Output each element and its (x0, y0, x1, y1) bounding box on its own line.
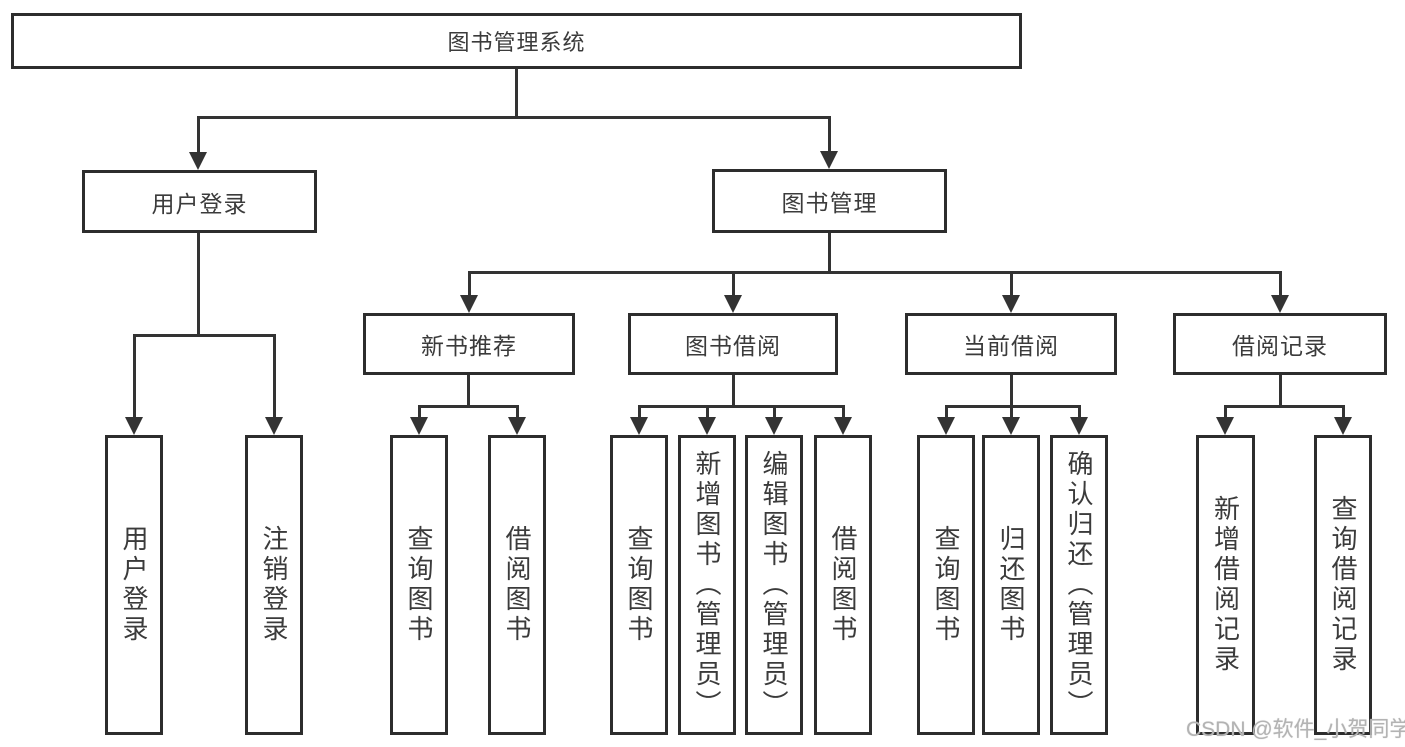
arrow-down-icon (1271, 295, 1289, 313)
node-borrow-records-label: 借阅记录 (1232, 333, 1328, 359)
connector-leaf (1224, 405, 1227, 421)
connector-to-login-leaf (133, 334, 136, 420)
connector-level2-bus (198, 116, 831, 119)
connector-records-bus (1224, 405, 1345, 408)
connector-leaf (1342, 405, 1345, 421)
connector-user-login-stub (197, 233, 200, 336)
connector-leaf (1078, 405, 1081, 421)
connector-leaf (706, 405, 709, 421)
leaf-label: 用户登录 (119, 525, 149, 645)
leaf-query-books-1: 查询图书 (390, 435, 448, 735)
leaf-add-borrow-record: 新增借阅记录 (1196, 435, 1255, 735)
connector-user-login-bus (133, 334, 276, 337)
connector-to-new-books (468, 271, 471, 299)
arrow-down-icon (630, 417, 648, 435)
arrow-down-icon (834, 417, 852, 435)
leaf-label: 新增借阅记录 (1210, 495, 1241, 675)
connector-to-borrowing (732, 271, 735, 299)
arrow-down-icon (765, 417, 783, 435)
leaf-label: 借阅图书 (828, 525, 858, 645)
connector-leaf (945, 405, 948, 421)
node-book-borrow-label: 图书借阅 (685, 333, 781, 359)
leaf-confirm-return-admin: 确认归还（管理员） (1050, 435, 1108, 735)
arrow-down-icon (460, 295, 478, 313)
connector-current-bus (945, 405, 1081, 408)
arrow-down-icon (410, 417, 428, 435)
leaf-query-borrow-record: 查询借阅记录 (1314, 435, 1372, 735)
leaf-user-login: 用户登录 (105, 435, 163, 735)
leaf-label: 查询图书 (624, 525, 654, 645)
connector-root-stub (515, 69, 518, 118)
arrow-down-icon (265, 417, 283, 435)
arrow-down-icon (1216, 417, 1234, 435)
arrow-down-icon (189, 152, 207, 170)
connector-leaf (516, 405, 519, 421)
leaf-add-books-admin: 新增图书（管理员） (678, 435, 736, 735)
connector-leaf (418, 405, 421, 421)
leaf-borrow-books-1: 借阅图书 (488, 435, 546, 735)
arrow-down-icon (937, 417, 955, 435)
connector-current-stub (1010, 375, 1013, 408)
connector-records-stub (1279, 375, 1282, 408)
connector-to-user-login (197, 116, 200, 156)
connector-leaf (638, 405, 641, 421)
connector-leaf (773, 405, 776, 421)
arrow-down-icon (1334, 417, 1352, 435)
leaf-label: 编辑图书（管理员） (759, 450, 789, 720)
connector-borrowing-stub (732, 375, 735, 408)
leaf-label: 确认归还（管理员） (1064, 450, 1094, 720)
leaf-query-books-2: 查询图书 (610, 435, 668, 735)
node-current-borrow: 当前借阅 (905, 313, 1117, 375)
connector-leaf (1010, 405, 1013, 421)
leaf-label: 注销登录 (259, 525, 289, 645)
connector-leaf (842, 405, 845, 421)
csdn-watermark: CSDN @软件_小贺同学 (1186, 718, 1405, 741)
leaf-logout: 注销登录 (245, 435, 303, 735)
arrow-down-icon (1002, 417, 1020, 435)
connector-to-logout-leaf (273, 334, 276, 420)
arrow-down-icon (820, 151, 838, 169)
connector-to-records (1279, 271, 1282, 299)
arrow-down-icon (698, 417, 716, 435)
leaf-query-books-3: 查询图书 (917, 435, 975, 735)
node-new-book-recommend: 新书推荐 (363, 313, 575, 375)
connector-to-current (1010, 271, 1013, 299)
leaf-label: 查询图书 (404, 525, 434, 645)
arrow-down-icon (1070, 417, 1088, 435)
node-book-management-label: 图书管理 (781, 190, 878, 216)
arrow-down-icon (1002, 295, 1020, 313)
connector-level3-bus (468, 271, 1282, 274)
node-root: 图书管理系统 (11, 13, 1022, 69)
arrow-down-icon (508, 417, 526, 435)
connector-to-book-mgmt (828, 116, 831, 156)
node-root-label: 图书管理系统 (447, 30, 586, 55)
node-user-login: 用户登录 (82, 170, 317, 233)
leaf-label: 借阅图书 (502, 525, 532, 645)
leaf-borrow-books-2: 借阅图书 (814, 435, 872, 735)
leaf-label: 查询图书 (931, 525, 961, 645)
leaf-return-books: 归还图书 (982, 435, 1040, 735)
connector-book-mgmt-stub (828, 233, 831, 274)
node-book-management: 图书管理 (712, 169, 947, 233)
leaf-edit-books-admin: 编辑图书（管理员） (745, 435, 803, 735)
node-current-borrow-label: 当前借阅 (963, 333, 1059, 359)
connector-borrowing-bus (638, 405, 845, 408)
leaf-label: 查询借阅记录 (1328, 495, 1358, 675)
arrow-down-icon (125, 417, 143, 435)
node-user-login-label: 用户登录 (151, 190, 248, 217)
connector-new-books-stub (467, 375, 470, 408)
leaf-label: 新增图书（管理员） (692, 450, 722, 720)
arrow-down-icon (724, 295, 742, 313)
node-book-borrow: 图书借阅 (628, 313, 838, 375)
node-new-book-recommend-label: 新书推荐 (421, 333, 517, 359)
node-borrow-records: 借阅记录 (1173, 313, 1387, 375)
leaf-label: 归还图书 (996, 525, 1026, 645)
connector-new-books-bus (418, 405, 519, 408)
